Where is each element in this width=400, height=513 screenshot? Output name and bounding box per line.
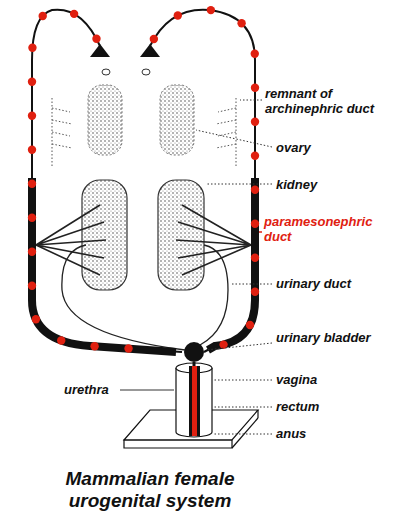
red-dot [237, 19, 245, 27]
red-dot [32, 315, 40, 323]
red-dot [251, 152, 259, 160]
red-dots [28, 6, 259, 353]
ovary-shape [160, 85, 194, 155]
ovary-shape [88, 85, 122, 155]
part-label: urinary duct [276, 276, 351, 291]
red-dot [150, 35, 158, 43]
kidney-tubules [36, 205, 251, 275]
infundibulum [90, 44, 110, 57]
red-dot [207, 6, 215, 14]
red-dot [251, 118, 259, 126]
part-label: kidney [276, 177, 317, 192]
red-dot [251, 186, 259, 194]
red-dot [246, 321, 254, 329]
archinephric-remnant [52, 98, 236, 168]
part-label: anus [276, 426, 306, 441]
diagram-title: Mammalian female urogenital system [30, 468, 270, 512]
vagina-strip [192, 366, 197, 436]
small-body [102, 69, 110, 75]
red-dot [251, 254, 259, 262]
part-label: vagina [276, 372, 317, 387]
red-dot [39, 12, 47, 20]
kidney-shape [82, 180, 127, 290]
part-label: remnant of archinephric duct [265, 86, 395, 116]
red-dot [174, 11, 182, 19]
red-dot [28, 282, 36, 290]
red-dot [70, 10, 78, 18]
kidney-shape [158, 180, 204, 290]
leader-line [120, 390, 174, 391]
red-dot [28, 248, 36, 256]
red-dot [28, 180, 36, 188]
bladder-shape [184, 342, 204, 362]
red-dot [251, 84, 259, 92]
paramesonephric-label: paramesonephric duct [264, 214, 384, 244]
paramesonephric-duct-line [32, 10, 255, 352]
red-dot [28, 214, 36, 222]
part-label: ovary [276, 140, 311, 155]
red-dot [251, 220, 259, 228]
red-dot [124, 344, 132, 352]
small-body [142, 69, 150, 75]
red-dot [90, 342, 98, 350]
part-label: rectum [276, 399, 319, 414]
infundibulum [140, 44, 160, 57]
platform [124, 440, 232, 448]
red-dot [28, 78, 36, 86]
urethra-strip [189, 366, 192, 436]
leader-line [259, 231, 262, 233]
red-dot [251, 288, 259, 296]
part-label: urinary bladder [276, 330, 386, 345]
red-dot [57, 336, 65, 344]
red-dot [28, 112, 36, 120]
urinary-duct-line [62, 245, 228, 350]
red-dot [251, 50, 259, 58]
leader-line [196, 100, 272, 434]
red-dot [92, 35, 100, 43]
part-label: urethra [64, 382, 109, 397]
red-dot [28, 44, 36, 52]
red-dot [28, 146, 36, 154]
